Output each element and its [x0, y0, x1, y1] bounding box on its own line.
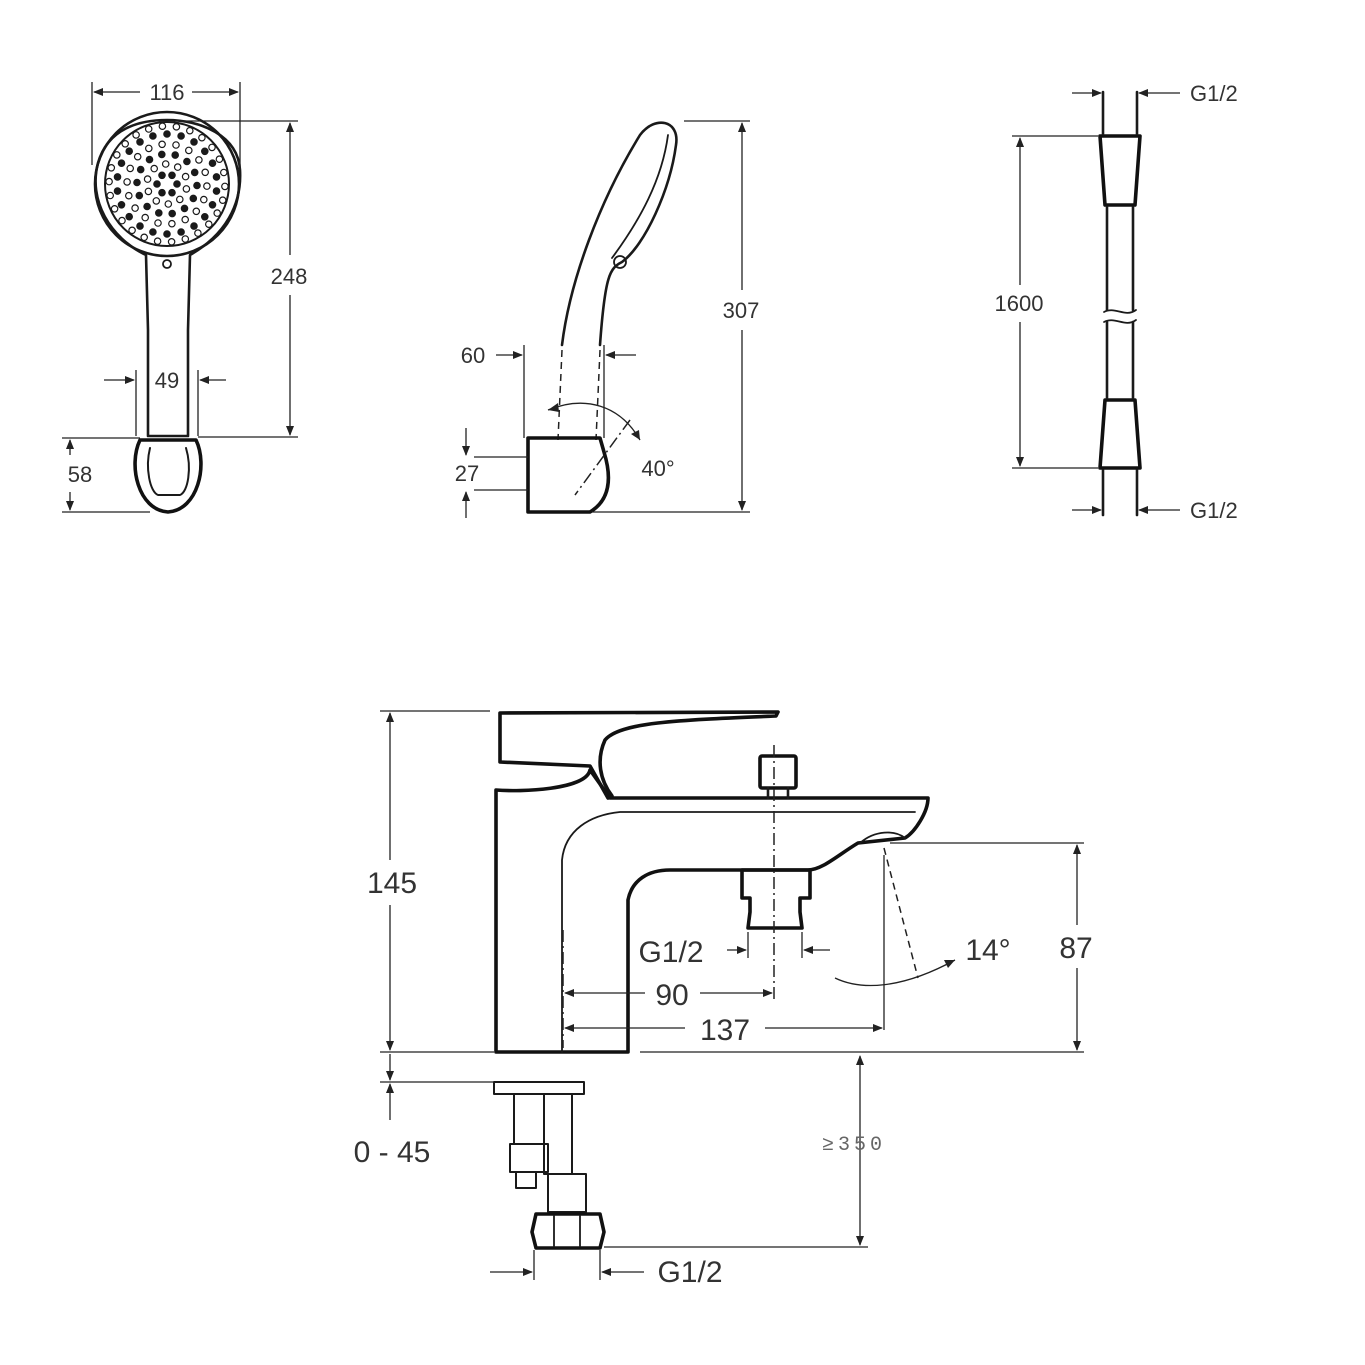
supply-tails	[493, 1081, 606, 1250]
holder-offset-label: 27	[455, 461, 479, 486]
hose-length-label: 1600	[995, 291, 1044, 316]
handshower-side-view: 40° 60 27 307	[455, 120, 760, 518]
head-width-label: 116	[149, 80, 184, 105]
outlet-height-label: 87	[1059, 932, 1092, 965]
holder-width-label: 60	[461, 343, 485, 368]
body-height-label: 145	[367, 867, 417, 900]
outlet-connection-label: G1/2	[638, 936, 703, 969]
supply-connection-label: G1/2	[657, 1256, 722, 1289]
flow-angle-label: 14°	[965, 934, 1010, 967]
handshower-front-view: 116 248 49 58	[62, 80, 308, 514]
head-height-label: 248	[271, 264, 308, 289]
outlet-offset-label: 90	[655, 979, 688, 1012]
spray-nozzle-pattern	[105, 122, 229, 246]
deck-range-label: 0 - 45	[354, 1136, 431, 1169]
spout-reach-label: 137	[700, 1014, 750, 1047]
tilt-angle-label: 40°	[641, 456, 674, 481]
hose-top-connection-label: G1/2	[1190, 81, 1238, 106]
bath-mixer-view: 14° 145 0 - 45 87 G1/2	[354, 710, 1093, 1289]
overall-height-label: 307	[723, 298, 760, 323]
hose-bottom-connection-label: G1/2	[1190, 498, 1238, 523]
holder-height-label: 58	[68, 462, 92, 487]
handle-width-label: 49	[155, 368, 179, 393]
tail-length-label: ≥350	[822, 1134, 886, 1157]
shower-hose-view: G1/2 G1/2 1600	[995, 81, 1238, 523]
